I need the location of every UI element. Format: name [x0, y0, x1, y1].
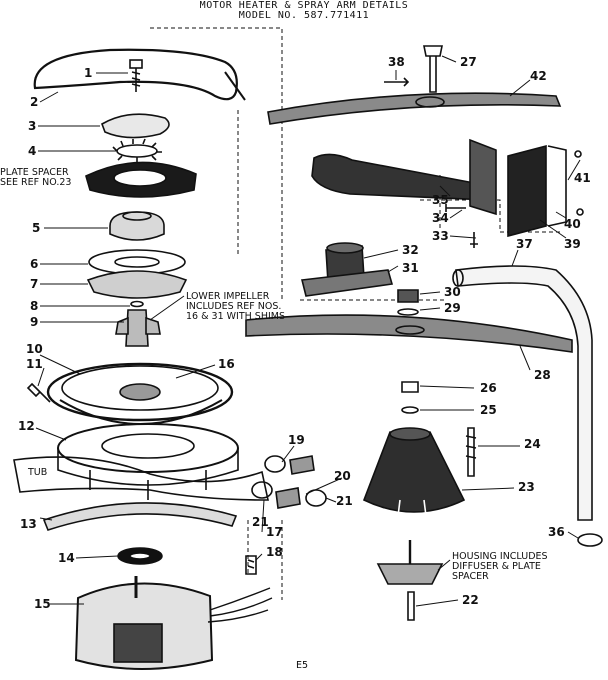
note-housing: HOUSING INCLUDES DIFFUSER & PLATE SPACER [452, 552, 548, 582]
callout-27: 27 [460, 55, 477, 69]
support-bracket [507, 144, 584, 238]
pump-housing [46, 362, 234, 425]
callout-19: 19 [288, 433, 305, 447]
note-plate-spacer: PLATE SPACER SEE REF NO.23 [0, 168, 71, 188]
callout-36: 36 [548, 525, 565, 539]
pump-body [362, 427, 466, 517]
callout-20: 20 [334, 469, 351, 483]
callout-35: 35 [432, 193, 449, 207]
callout-28: 28 [534, 368, 551, 382]
pin-part-38 [384, 77, 410, 87]
callout-3: 3 [28, 119, 37, 133]
manifold-tube [311, 138, 497, 216]
bolt-part-11 [26, 382, 51, 403]
note-tub: TUB [28, 467, 48, 478]
callout-22: 22 [462, 593, 479, 607]
callout-38: 38 [388, 55, 405, 69]
callout-29: 29 [444, 301, 461, 315]
plate-spacer [85, 161, 197, 198]
clamp-ring [42, 502, 238, 531]
callout-12: 12 [18, 419, 35, 433]
nut-part-26 [401, 381, 419, 393]
callout-32: 32 [402, 243, 419, 257]
note-lower-impeller-line3: 16 & 31 WITH SHIMS [186, 311, 286, 322]
washer-part-25 [401, 406, 419, 414]
callout-10: 10 [26, 342, 43, 356]
spray-arm-nut [423, 45, 443, 93]
callout-21-right: 21 [336, 494, 353, 508]
note-plate-spacer-line2: SEE REF NO.23 [0, 177, 72, 188]
filter-disk [101, 113, 170, 139]
callout-18: 18 [266, 545, 283, 559]
note-housing-line3: SPACER [452, 571, 489, 582]
bolt-part-24 [465, 427, 477, 477]
callout-2: 2 [30, 95, 39, 109]
washer-part-29 [397, 308, 419, 316]
page-code: E5 [296, 660, 309, 671]
callout-9: 9 [30, 315, 39, 329]
callout-14: 14 [58, 551, 75, 565]
shaft-seal [117, 547, 163, 565]
shim-plate [301, 269, 394, 297]
callout-21-left: 21 [252, 515, 269, 529]
nut-part-30 [397, 289, 419, 303]
mounting-plate [86, 270, 188, 299]
callout-30: 30 [444, 285, 461, 299]
screw-part-33 [470, 232, 478, 248]
callout-33: 33 [432, 229, 449, 243]
note-plate-spacer-line1: PLATE SPACER [0, 167, 69, 178]
callout-11: 11 [26, 357, 43, 371]
heater-element [33, 48, 238, 101]
hose-clamps [251, 455, 327, 509]
washer [130, 300, 144, 308]
screw-part-1 [129, 59, 143, 92]
diffuser [376, 540, 444, 585]
motor-mount [57, 423, 239, 500]
motor [74, 576, 273, 670]
callout-25: 25 [480, 403, 497, 417]
gear-ring [112, 138, 162, 162]
callout-41: 41 [574, 171, 591, 185]
feed-tube [452, 265, 593, 521]
lower-impeller [115, 309, 161, 347]
seal-ring-36 [577, 533, 603, 547]
diagram-title: MOTOR HEATER & SPRAY ARM DETAILS [199, 0, 409, 11]
upper-spray-arm [267, 92, 562, 125]
callout-15: 15 [34, 597, 51, 611]
lower-spray-arm [245, 314, 573, 353]
callout-42: 42 [530, 69, 547, 83]
leader-lines [35, 55, 581, 607]
screw-part-34 [445, 204, 466, 212]
callout-23: 23 [518, 480, 535, 494]
callout-7: 7 [30, 277, 39, 291]
callout-13: 13 [20, 517, 37, 531]
callout-6: 6 [30, 257, 39, 271]
callout-31: 31 [402, 261, 419, 275]
tub-section [13, 456, 269, 501]
callout-24: 24 [524, 437, 541, 451]
callout-39: 39 [564, 237, 581, 251]
screw-part-18 [245, 555, 257, 575]
note-lower-impeller-line2: INCLUDES REF NOS. [186, 301, 282, 312]
note-housing-line1: HOUSING INCLUDES [452, 551, 548, 562]
callout-26: 26 [480, 381, 497, 395]
callout-1: 1 [84, 66, 93, 80]
note-housing-line2: DIFFUSER & PLATE [452, 561, 541, 572]
callout-8: 8 [30, 299, 39, 313]
callout-5: 5 [32, 221, 41, 235]
callout-40: 40 [564, 217, 581, 231]
callout-16: 16 [218, 357, 235, 371]
callout-34: 34 [432, 211, 449, 225]
screw-part-22 [407, 591, 415, 621]
callout-37: 37 [516, 237, 533, 251]
callout-4: 4 [28, 144, 37, 158]
pump-cap [109, 211, 165, 241]
note-lower-impeller-line1: LOWER IMPELLER [186, 291, 270, 302]
callout-17: 17 [266, 525, 283, 539]
note-lower-impeller: LOWER IMPELLER INCLUDES REF NOS. 16 & 31… [186, 292, 285, 322]
model-number: MODEL NO. 587.771411 [238, 10, 370, 21]
